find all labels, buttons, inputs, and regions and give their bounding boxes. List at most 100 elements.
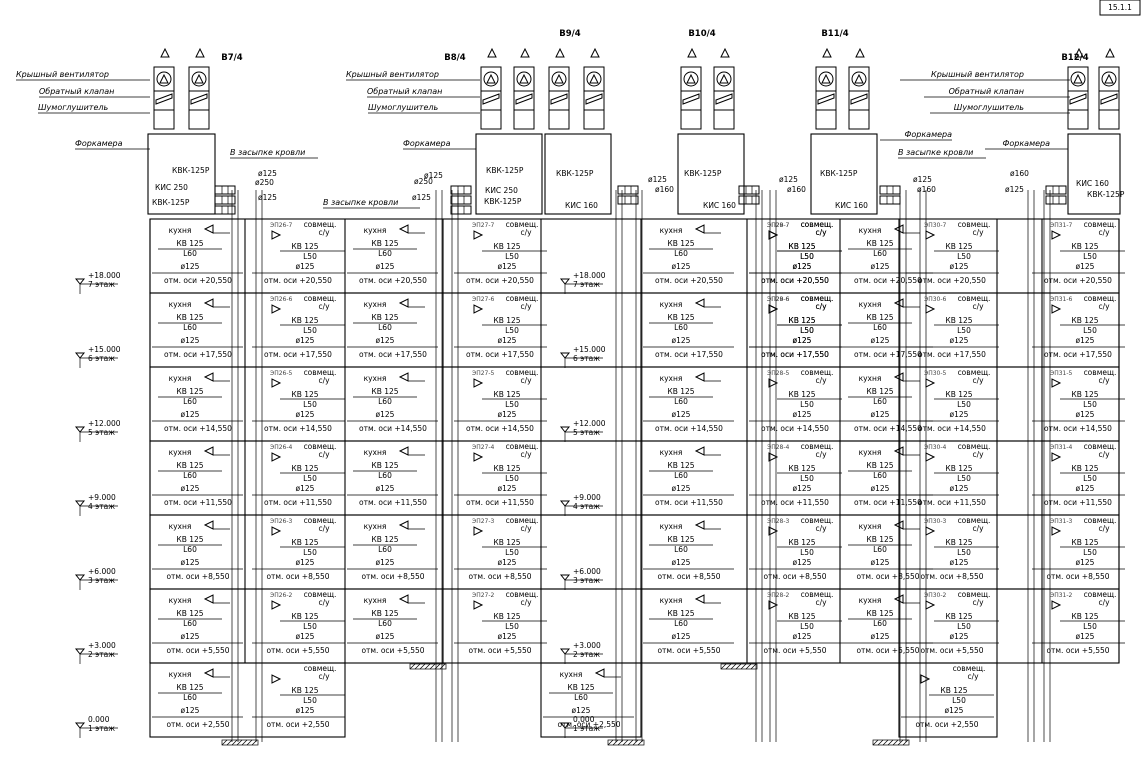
- l50-label: L50: [1083, 252, 1097, 261]
- diameter-label: ø125: [1076, 410, 1095, 419]
- hatch-stroke: [897, 739, 904, 746]
- bath-label-2: с/у: [815, 228, 827, 237]
- forchamber-box: [810, 133, 878, 215]
- bath-label-2: с/у: [318, 376, 330, 385]
- bath-label: совмещ.: [801, 368, 834, 377]
- l50-label: L50: [957, 326, 971, 335]
- hatch-stroke: [902, 739, 909, 746]
- silencer-callout: Шумоглушитель: [954, 103, 1024, 112]
- diameter-label: ø160: [655, 185, 674, 194]
- valve-symbol: [203, 372, 214, 382]
- l50-label: L50: [800, 548, 814, 557]
- l50-label: L50: [505, 474, 519, 483]
- diameter-label: ø125: [871, 262, 890, 271]
- axis-mark: отм. оси +17,550: [854, 350, 922, 359]
- hatch-stroke: [735, 663, 742, 670]
- l50-label: L50: [800, 400, 814, 409]
- kv-label: КВ 125: [371, 313, 398, 322]
- fan-unit: [513, 66, 535, 130]
- valve-symbol: [473, 452, 484, 462]
- kitchen-label: кухня: [859, 596, 882, 605]
- riser-tag: ЭП26-7: [270, 222, 293, 229]
- valve-symbol: [694, 224, 705, 234]
- kvk-label: КВК-125Р: [172, 166, 210, 175]
- l60-label: L60: [873, 323, 887, 332]
- axis-mark: отм. оси +2,550: [166, 720, 229, 729]
- diameter-label: ø125: [181, 262, 200, 271]
- bath-label: совмещ.: [506, 294, 539, 303]
- valve-blade: [550, 93, 568, 105]
- storey-label: 7 этаж: [573, 280, 600, 289]
- storey-label: 1 этаж: [88, 724, 115, 733]
- bath-label: совмещ.: [1084, 516, 1117, 525]
- hatch-stroke: [877, 739, 884, 746]
- axis-mark: отм. оси +5,550: [468, 646, 531, 655]
- silencer-callout: Шумоглушитель: [38, 103, 108, 112]
- diameter-label: ø125: [498, 336, 517, 345]
- forchamber-box: [147, 133, 216, 215]
- bath-label: совмещ.: [506, 220, 539, 229]
- l60-label: L60: [674, 249, 688, 258]
- diameter-label: ø125: [793, 484, 812, 493]
- kv-label: КВ 125: [866, 313, 893, 322]
- bath-label-2: с/у: [972, 302, 984, 311]
- valve-blade: [515, 93, 533, 105]
- backfill-callout: В засыпке кровли: [323, 198, 398, 207]
- roof-triangle: [160, 47, 170, 58]
- axis-mark: отм. оси +20,550: [466, 276, 534, 285]
- l50-label: L50: [303, 474, 317, 483]
- diameter-label: ø125: [871, 558, 890, 567]
- diameter-label: ø125: [498, 484, 517, 493]
- valve-symbol: [594, 668, 605, 678]
- hatch-stroke: [632, 739, 639, 746]
- kis-label: КИС 250: [485, 186, 518, 195]
- bath-label: совмещ.: [958, 220, 991, 229]
- valve-symbol: [925, 600, 936, 610]
- fan-unit: [548, 66, 570, 130]
- diameter-label: ø125: [498, 558, 517, 567]
- kv-label: КВ 125: [788, 316, 815, 325]
- junction-box: [214, 185, 236, 195]
- kitchen-label: кухня: [169, 670, 192, 679]
- valve-symbol: [768, 378, 779, 388]
- roof-triangle: [687, 47, 697, 58]
- fan-unit: [848, 66, 870, 130]
- diameter-label: ø125: [793, 336, 812, 345]
- hatch-stroke: [607, 739, 614, 746]
- valve-symbol: [271, 452, 282, 462]
- kv-label: КВ 125: [667, 609, 694, 618]
- kv-label: КВ 125: [493, 612, 520, 621]
- axis-mark: отм. оси +8,550: [166, 572, 229, 581]
- roof-triangle: [1074, 47, 1084, 58]
- kv-label: КВ 125: [291, 686, 318, 695]
- diameter-label: ø125: [376, 484, 395, 493]
- bath-label-2: с/у: [1098, 376, 1110, 385]
- riser-tag: ЭП28-2: [767, 592, 790, 599]
- diameter-label: ø125: [950, 336, 969, 345]
- bath-label-2: с/у: [967, 672, 979, 681]
- level-triangle: [559, 500, 571, 507]
- l60-label: L60: [674, 397, 688, 406]
- l50-label: L50: [303, 400, 317, 409]
- axis-mark: отм. оси +2,550: [266, 720, 329, 729]
- diameter-label: ø125: [779, 175, 798, 184]
- kv-label: КВ 125: [1071, 538, 1098, 547]
- forchamber-box: [677, 133, 745, 215]
- diameter-label: ø125: [793, 262, 812, 271]
- axis-mark: отм. оси +17,550: [359, 350, 427, 359]
- bath-label: совмещ.: [304, 368, 337, 377]
- axis-mark: отм. оси +17,550: [1044, 350, 1112, 359]
- sheet-number-box: [1099, 0, 1141, 16]
- axis-mark: отм. оси +14,550: [761, 424, 829, 433]
- fan-unit: [815, 66, 837, 130]
- riser-tag: ЭП30-5: [924, 370, 947, 377]
- kv-label: КВ 125: [567, 683, 594, 692]
- kis-label: КИС 160: [703, 201, 736, 210]
- valve-symbol: [473, 304, 484, 314]
- bath-label-2: с/у: [520, 598, 532, 607]
- hatch-stroke: [424, 663, 431, 670]
- riser-tag: ЭП28-3: [767, 518, 790, 525]
- axis-mark: отм. оси +11,550: [761, 498, 829, 507]
- level-triangle: [74, 426, 86, 433]
